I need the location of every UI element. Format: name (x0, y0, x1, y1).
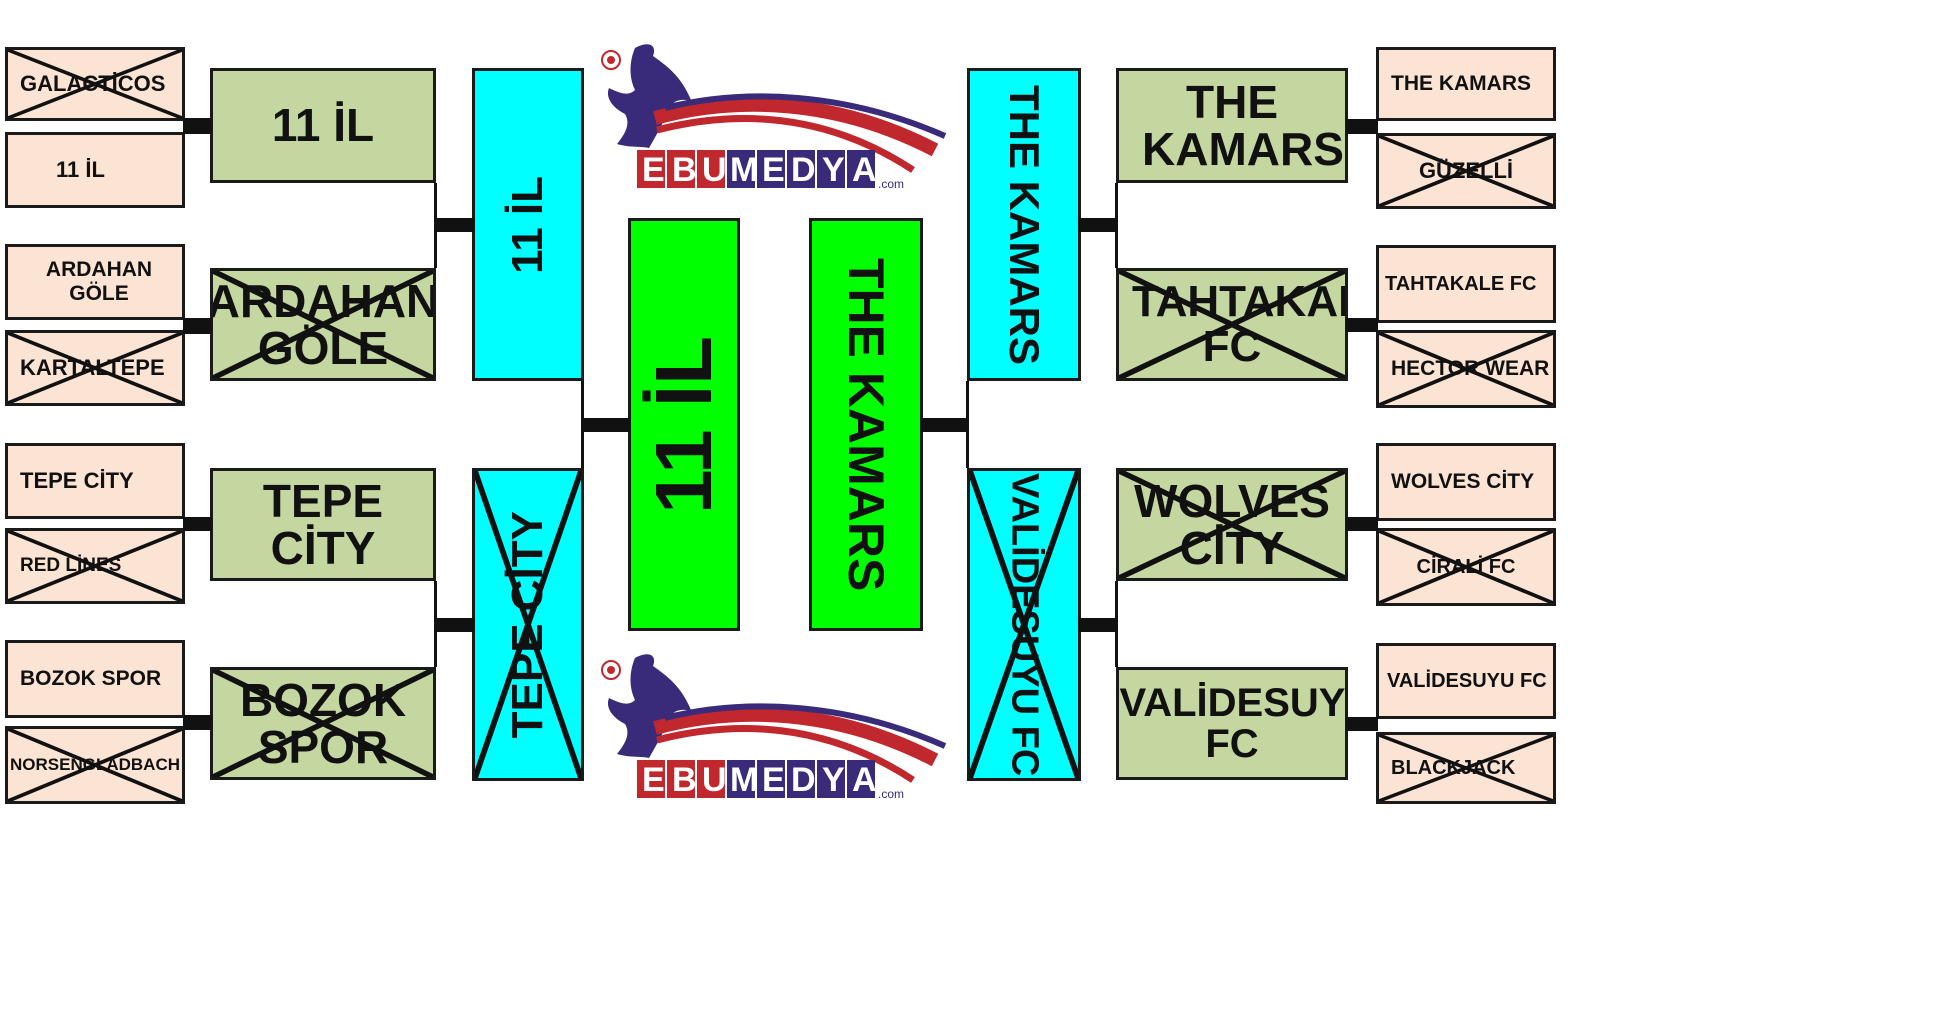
logo-letter: U (702, 151, 727, 189)
right-r2-team-4: VALİDESUYU FC (1116, 667, 1348, 780)
left-r2-team-3: TEPE CİTY (210, 468, 436, 581)
connector (434, 218, 474, 232)
logo-suffix: .com (878, 177, 904, 191)
team-label: VALİDESUYU FC (1387, 669, 1547, 692)
team-label: GALACTİCOS (20, 71, 166, 96)
logo-letter: E (762, 761, 785, 799)
right-r2-team-2: TAHTAKALE FC (1116, 268, 1348, 381)
right-r3-team-1: THE KAMARS (967, 68, 1081, 381)
team-label: BOZOK SPOR (20, 667, 162, 690)
connector (1346, 119, 1378, 134)
right-r1-team-5: WOLVES CİTY (1376, 443, 1556, 521)
team-label: VALİDESUYU FC (1003, 472, 1046, 777)
left-r1-team-4: KARTALTEPE (5, 330, 185, 406)
right-r1-team-6: CİRALİ FC (1376, 528, 1556, 606)
connector (183, 715, 212, 730)
left-r2-team-4: BOZOK SPOR (210, 667, 436, 780)
left-r1-team-8: NORSENGLADBACH (5, 726, 185, 804)
right-r1-team-2: GÜZELLİ (1376, 133, 1556, 209)
final-left: 11 İL (628, 218, 740, 631)
logo-letter: Y (822, 151, 845, 189)
team-label: VALİDESUYU FC (1119, 680, 1346, 766)
left-r1-team-3: ARDAHAN GÖLE (5, 244, 185, 320)
team-label: ARDAHAN GÖLE (45, 258, 153, 305)
logo-letter: E (762, 151, 785, 189)
team-label: RED LİNES (20, 555, 122, 576)
ebumedya-logo-top: E B U M E D Y A .com (595, 38, 960, 193)
team-label: 11 İL (271, 99, 375, 152)
connector (183, 318, 212, 334)
connector (1346, 318, 1378, 332)
connector (1079, 218, 1118, 232)
left-r1-team-5: TEPE CİTY (5, 443, 185, 519)
connector (183, 517, 212, 531)
right-r2-team-3: WOLVES CİTY (1116, 468, 1348, 581)
connector (1346, 717, 1378, 731)
left-r3-team-1: 11 İL (472, 68, 584, 381)
logo-suffix: .com (878, 787, 904, 801)
logo-letter: E (642, 761, 665, 799)
logo-letter: M (730, 761, 758, 799)
team-label: KARTALTEPE (20, 355, 165, 380)
team-label: ARDAHAN GÖLE (210, 274, 436, 374)
left-r2-team-1: 11 İL (210, 68, 436, 183)
left-r1-team-2: 11 İL (5, 132, 185, 208)
connector (966, 381, 969, 468)
logo-letter: D (791, 761, 816, 799)
team-label: TEPE CİTY (503, 510, 552, 739)
right-r1-team-7: VALİDESUYU FC (1376, 643, 1556, 719)
right-r1-team-4: HECTOR WEAR (1376, 330, 1556, 408)
ebumedya-logo-graphic: E B U M E D Y A .com (601, 654, 947, 801)
team-label: TAHTAKALE FC (1132, 276, 1345, 371)
left-r1-team-7: BOZOK SPOR (5, 640, 185, 718)
team-label: CİRALİ FC (1416, 555, 1516, 578)
connector (183, 118, 212, 134)
team-label: THE KAMARS (1391, 72, 1531, 95)
team-label: 11 İL (639, 335, 728, 514)
right-r1-team-1: THE KAMARS (1376, 47, 1556, 121)
logo-letter: D (791, 151, 816, 189)
team-label: WOLVES CİTY (1391, 470, 1535, 493)
connector (1346, 517, 1378, 531)
team-label: HECTOR WEAR (1391, 357, 1550, 380)
team-label: 11 İL (503, 175, 552, 274)
team-label: TAHTAKALE FC (1385, 272, 1537, 295)
team-label: TEPE CİTY (20, 468, 134, 493)
left-r1-team-6: RED LİNES (5, 528, 185, 604)
connector (1079, 618, 1118, 632)
ebumedya-logo-graphic: E B U M E D Y A .com (601, 44, 947, 191)
logo-letter: A (852, 761, 877, 799)
team-label: THE KAMARS (838, 257, 894, 592)
right-r2-team-1: THE KAMARS (1116, 68, 1348, 183)
right-r1-team-8: BLACKJACK (1376, 732, 1556, 804)
right-r3-team-2: VALİDESUYU FC (967, 468, 1081, 781)
team-label: WOLVES CİTY (1134, 474, 1330, 574)
team-label: BOZOK SPOR (239, 673, 407, 773)
logo-letter: M (730, 151, 758, 189)
left-r3-team-2: TEPE CİTY (472, 468, 584, 781)
connector (921, 418, 969, 432)
logo-letter: B (672, 761, 697, 799)
right-r1-team-3: TAHTAKALE FC (1376, 245, 1556, 323)
connector (1115, 581, 1118, 667)
connector (581, 418, 630, 432)
team-label: GÜZELLİ (1418, 158, 1514, 183)
logo-letter: Y (822, 761, 845, 799)
team-label: BLACKJACK (1391, 756, 1516, 779)
logo-letter: A (852, 151, 877, 189)
final-right: THE KAMARS (809, 218, 923, 631)
connector (434, 618, 474, 632)
logo-letter: E (642, 151, 665, 189)
team-label: THE KAMARS (1142, 75, 1344, 175)
team-label: 11 İL (56, 157, 105, 182)
team-label: THE KAMARS (1001, 84, 1048, 365)
logo-letter: B (672, 151, 697, 189)
logo-letter: U (702, 761, 727, 799)
team-label: TEPE CİTY (262, 474, 384, 574)
left-r1-team-1: GALACTİCOS (5, 47, 185, 121)
team-label: NORSENGLADBACH (10, 755, 180, 774)
ebumedya-logo-bottom: E B U M E D Y A .com (595, 648, 960, 803)
connector (1115, 183, 1118, 268)
left-r2-team-2: ARDAHAN GÖLE (210, 268, 436, 381)
